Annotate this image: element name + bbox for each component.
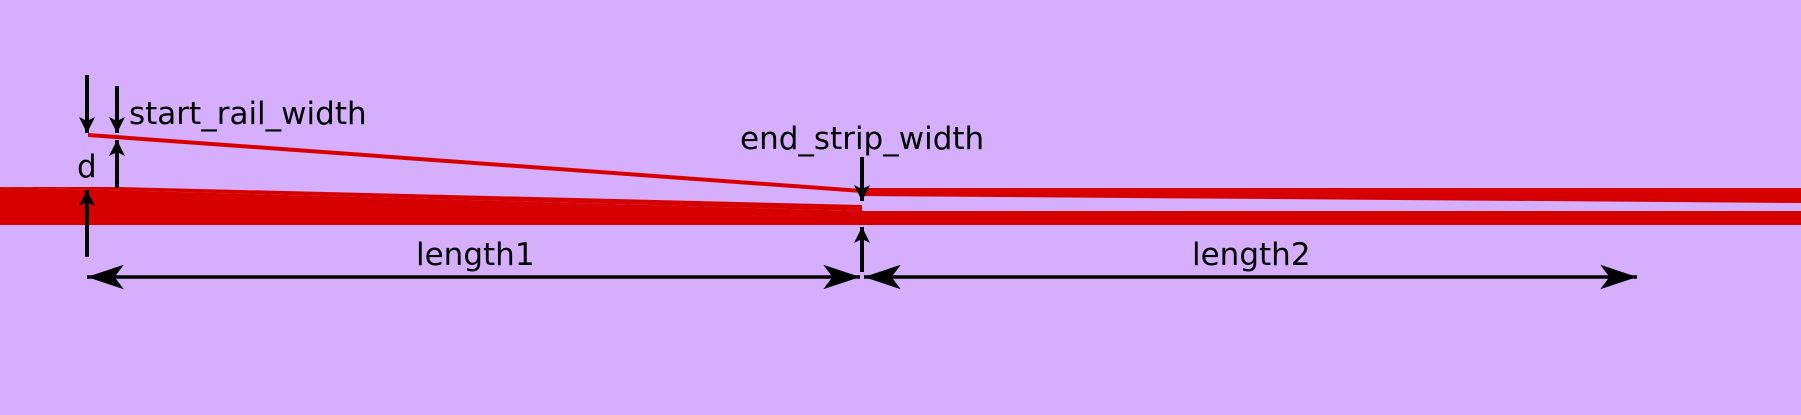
main-strip-upper: [0, 187, 862, 211]
bottom-strip: [0, 187, 1801, 225]
length1-label: length1: [416, 237, 535, 273]
end-strip-width-label: end_strip_width: [740, 121, 984, 157]
length2-label: length2: [1192, 237, 1311, 273]
tapered-rail: [88, 133, 862, 193]
d-label: d: [77, 149, 97, 185]
annotations: [79, 75, 1637, 290]
start-rail-width-label: start_rail_width: [129, 96, 367, 132]
top-strip: [862, 188, 1801, 203]
waveguide: [0, 133, 1801, 225]
